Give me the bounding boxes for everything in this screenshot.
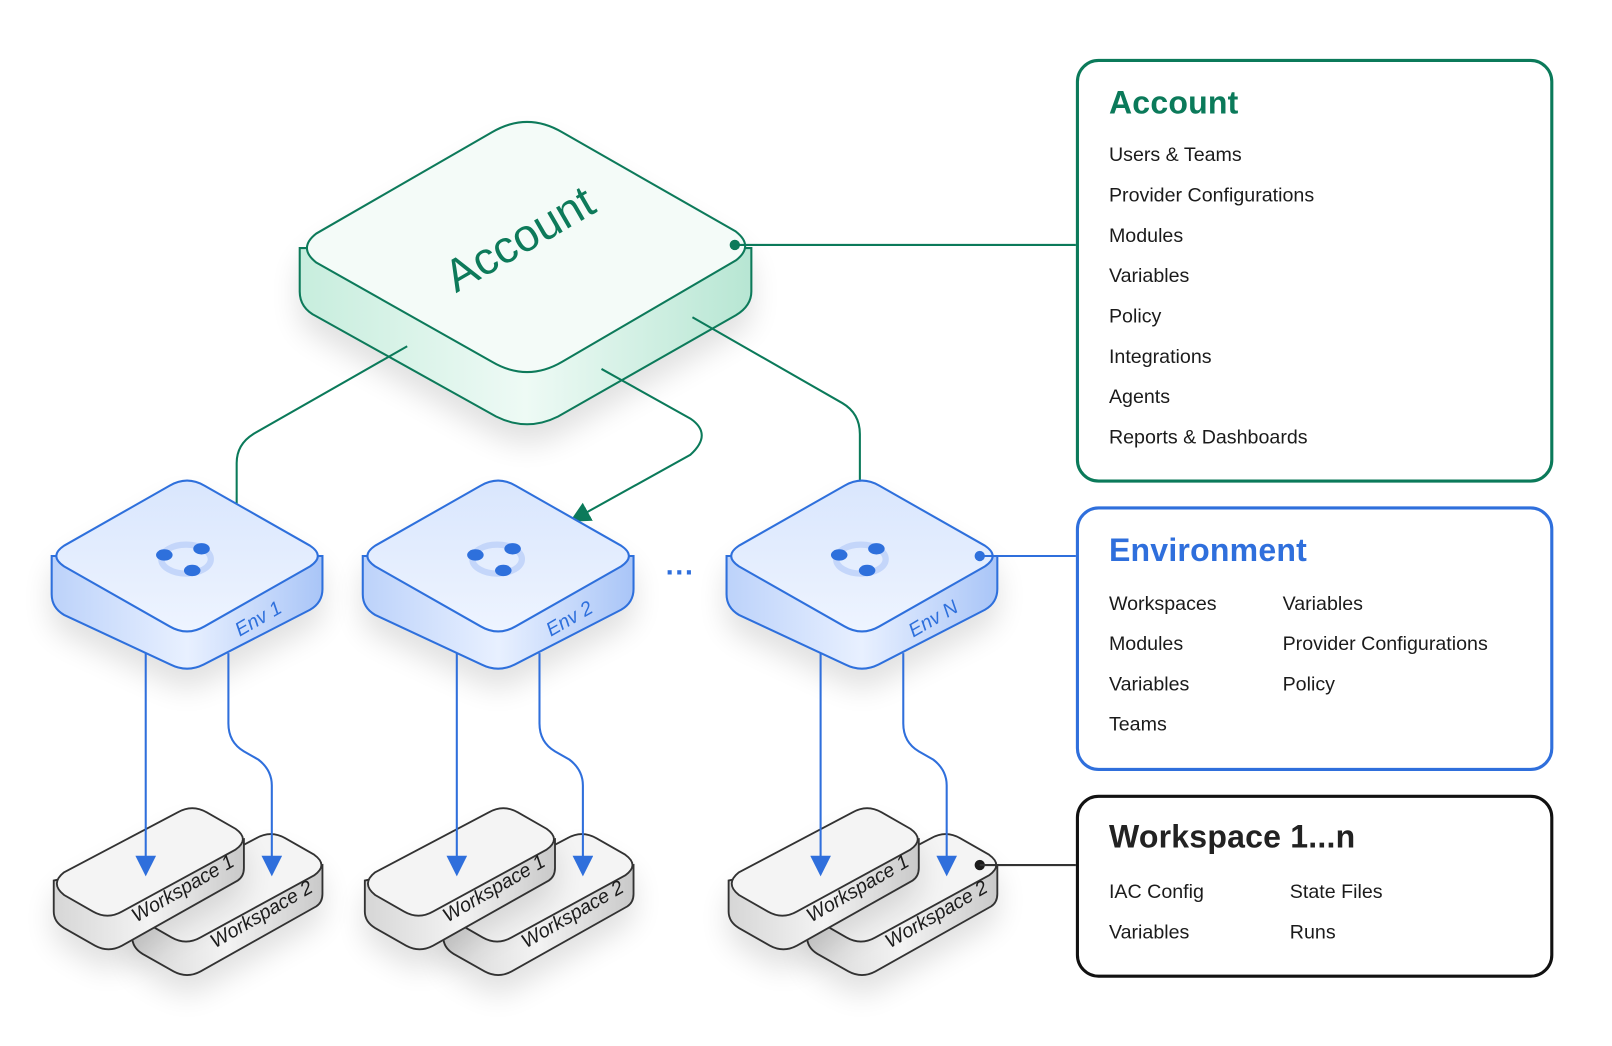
environment-icon xyxy=(467,541,526,577)
legend-account-item: Integrations xyxy=(1108,346,1212,368)
environment-icon xyxy=(156,541,214,577)
legend-account-item: Modules xyxy=(1108,225,1184,248)
legend-environment: Environment Workspaces Modules Variables… xyxy=(1075,506,1554,771)
legend-environment-item: Modules xyxy=(1108,633,1184,656)
legend-account-item: Agents xyxy=(1108,386,1171,409)
arrow-account-env1 xyxy=(226,345,408,540)
environment-node-top xyxy=(730,479,994,633)
arrow-env-workspace2 xyxy=(902,653,958,877)
legend-account-title: Account xyxy=(1108,84,1239,121)
legend-workspace-item: IAC Config xyxy=(1108,881,1204,904)
arrow-env-workspace2 xyxy=(538,653,594,877)
arrow-account-env2 xyxy=(569,368,703,522)
environments-ellipsis: ··· xyxy=(666,557,695,589)
legend-account: Account Users & Teams Provider Configura… xyxy=(1075,58,1554,483)
environment-node[interactable]: Env 2 xyxy=(361,479,635,670)
environment-node-top xyxy=(55,479,319,633)
legend-workspace-item: Runs xyxy=(1289,921,1336,944)
environment-node[interactable]: Env N xyxy=(725,479,999,670)
account-node-top xyxy=(305,121,747,373)
legend-environment-item: Teams xyxy=(1108,714,1167,736)
arrow-env-workspace2 xyxy=(227,653,283,877)
legend-account-item: Provider Configurations xyxy=(1108,184,1315,207)
legend-workspace-item: State Files xyxy=(1289,881,1383,904)
environment-node-top xyxy=(366,479,630,633)
legend-environment-title: Environment xyxy=(1108,532,1308,569)
legend-account-item: Policy xyxy=(1108,305,1162,328)
legend-environment-item: Policy xyxy=(1282,673,1335,696)
arrow-account-envN xyxy=(691,316,871,519)
legend-account-item: Reports & Dashboards xyxy=(1108,426,1308,449)
environment-icon xyxy=(830,541,889,577)
legend-account-item: Users & Teams xyxy=(1108,144,1242,167)
legend-environment-item: Provider Configurations xyxy=(1282,633,1488,656)
environment-node[interactable]: Env 1 xyxy=(50,479,324,670)
legend-environment-item: Variables xyxy=(1282,593,1363,615)
legend-workspace-title: Workspace 1...n xyxy=(1108,818,1356,855)
account-node[interactable]: Account xyxy=(298,121,753,426)
legend-environment-item: Variables xyxy=(1108,673,1190,696)
legend-workspace: Workspace 1...n IAC Config Variables Sta… xyxy=(1075,794,1554,978)
legend-workspace-item: Variables xyxy=(1108,921,1190,944)
legend-environment-item: Workspaces xyxy=(1108,593,1217,615)
legend-account-item: Variables xyxy=(1108,265,1190,288)
